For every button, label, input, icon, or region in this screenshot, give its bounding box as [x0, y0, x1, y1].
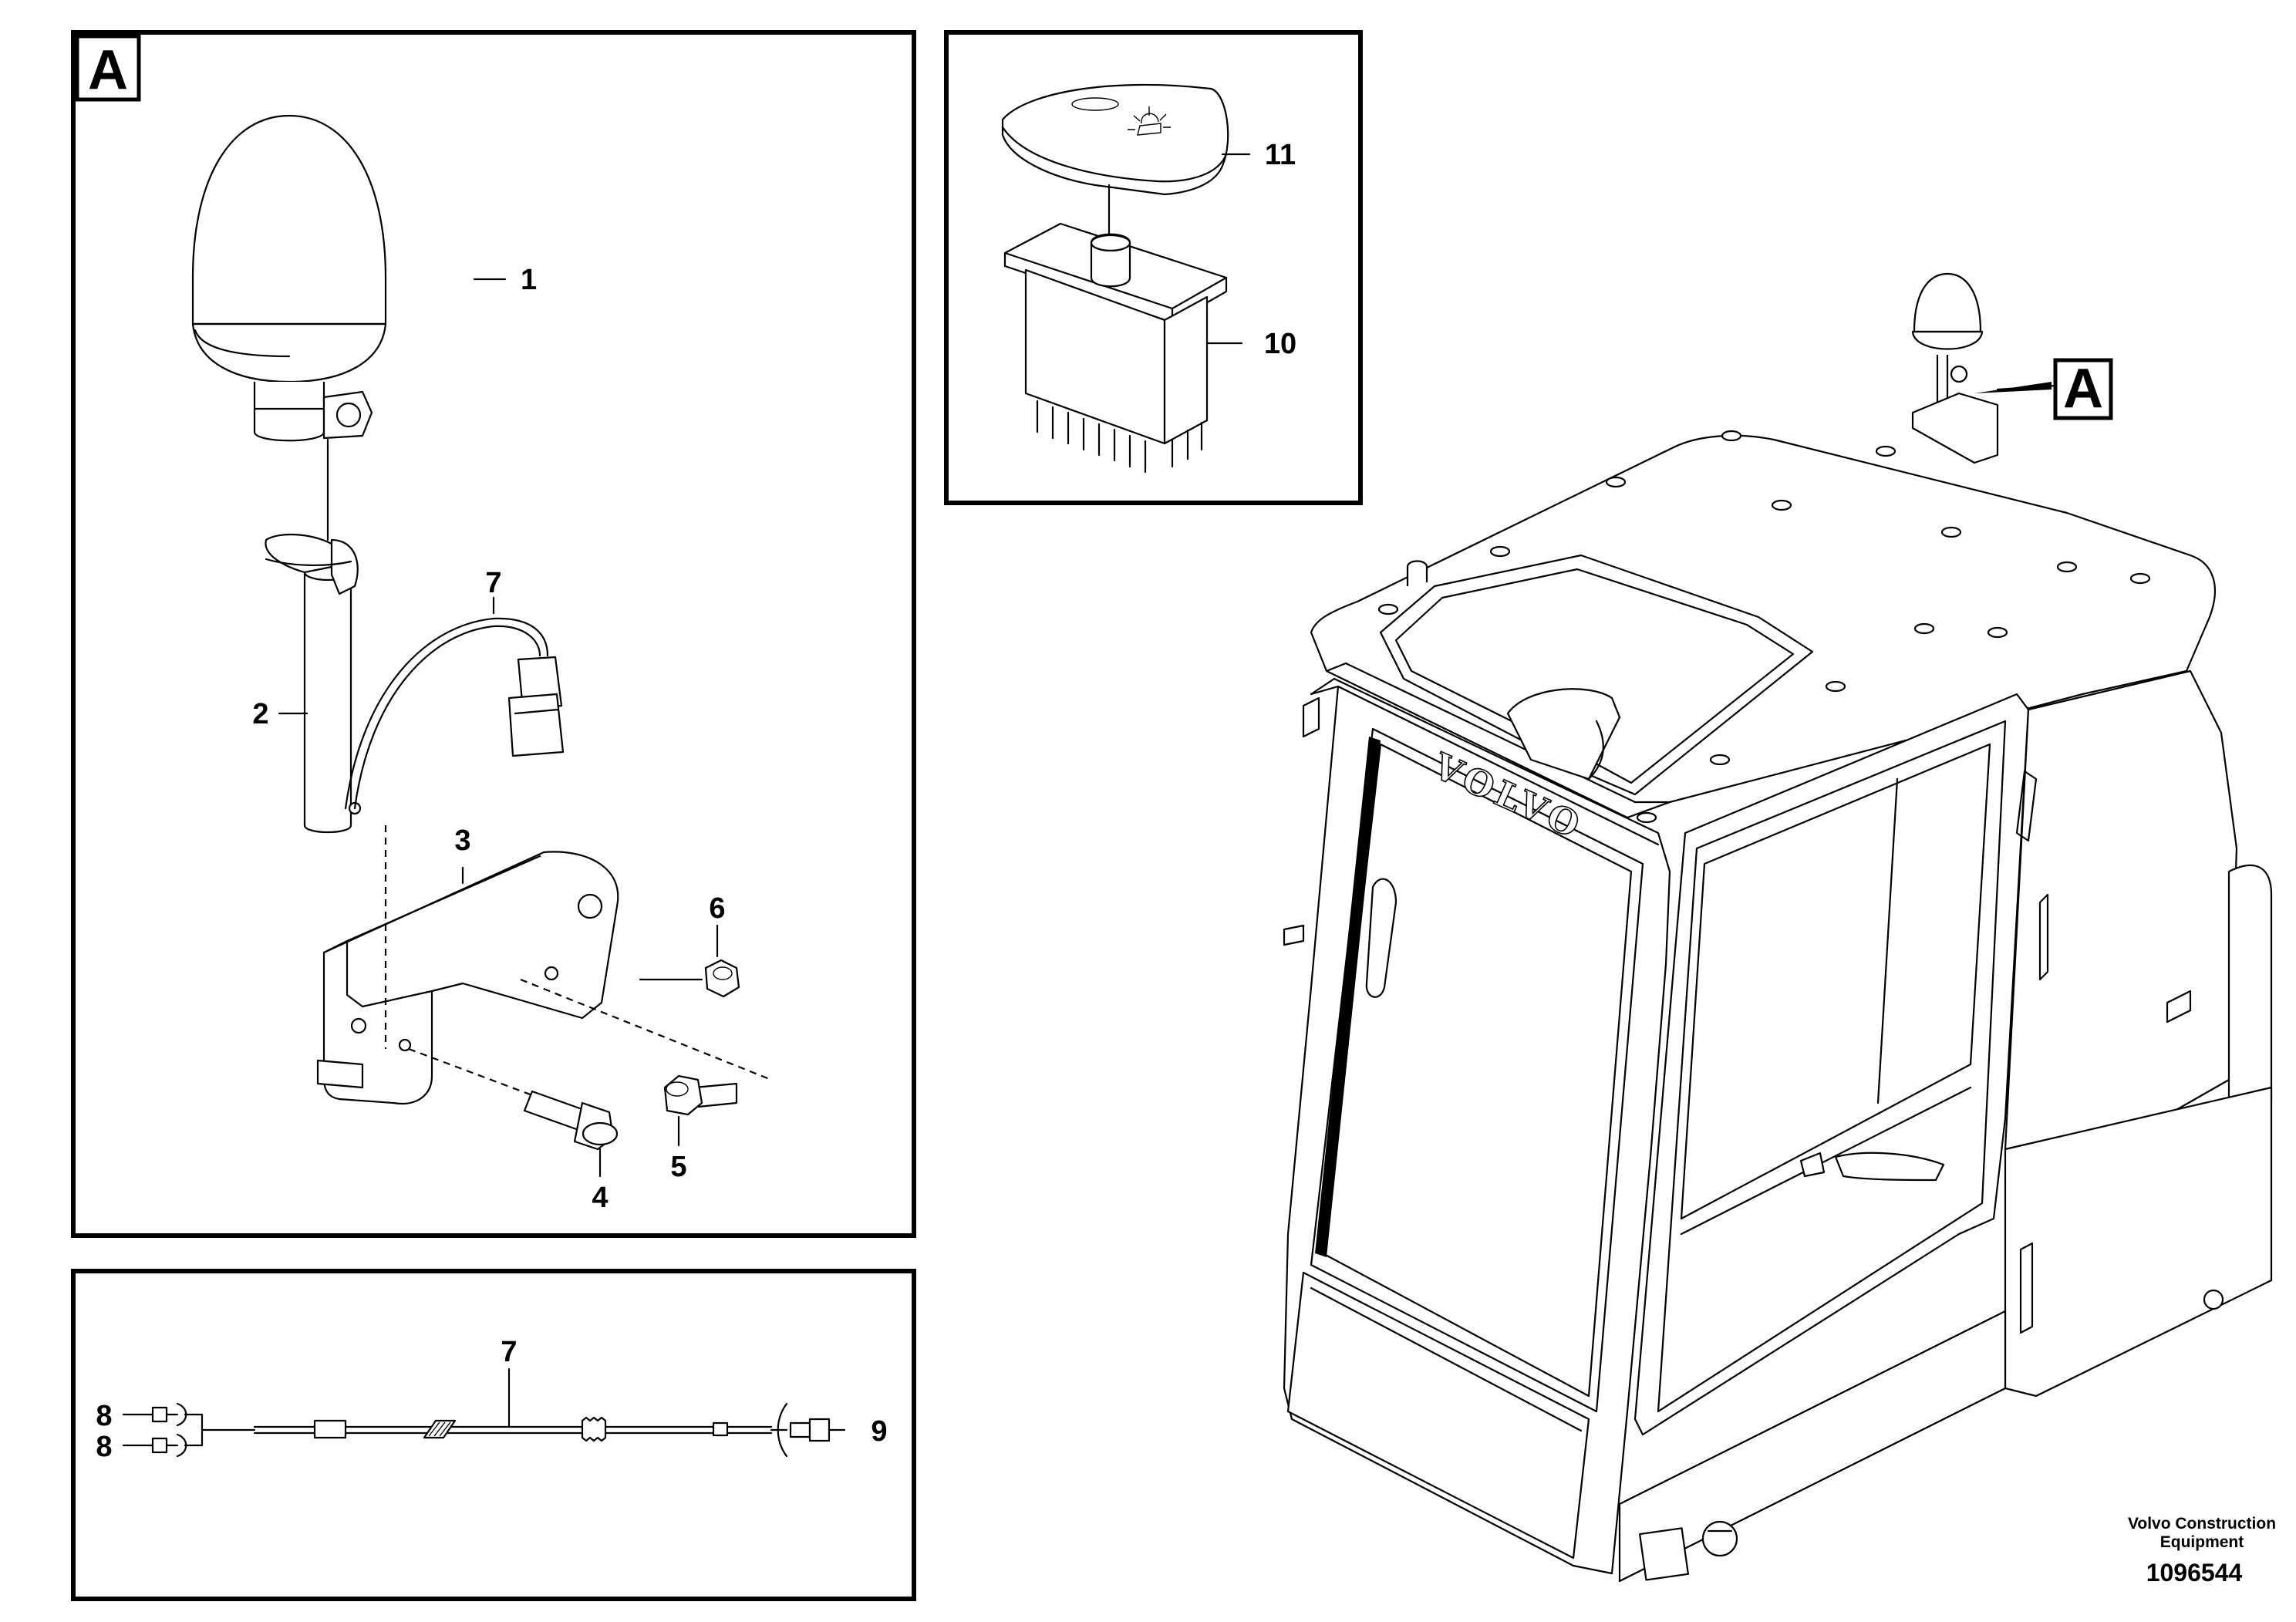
part-number-7-harness: 7 [501, 1336, 517, 1368]
callout-a-box [2053, 358, 2113, 420]
panel-harness-frame [71, 1269, 916, 1601]
harness-right-connector [770, 1402, 846, 1458]
part-number-7: 7 [485, 567, 501, 599]
alignment-line-bolt [520, 978, 772, 1081]
alignment-line-bolt-long [408, 1047, 533, 1097]
beacon-dome [191, 114, 387, 442]
drawing-number: 1096544 [2146, 1559, 2243, 1587]
harness-left-connectors [151, 1402, 256, 1458]
part-number-11: 11 [1265, 139, 1296, 171]
beacon-cable [344, 617, 565, 810]
part-number-4: 4 [592, 1182, 608, 1214]
panel-a-frame [71, 30, 916, 1238]
cab-beacon [1911, 272, 1999, 464]
mounting-bracket [316, 851, 619, 1105]
part-number-8b: 8 [96, 1431, 112, 1463]
short-bolt [663, 1074, 738, 1116]
callout-arrow [1974, 382, 2052, 393]
panel-wiring-harness: 8 8 7 9 [71, 1269, 916, 1601]
callout-a-label: A [2063, 358, 2103, 420]
part-number-9: 9 [871, 1415, 887, 1448]
cab-overview: A VOLVO [1283, 272, 2273, 1583]
panel-switch-frame [944, 30, 1363, 505]
beacon-symbol-icon [1128, 106, 1171, 136]
footer: Volvo Construction Equipment 1096544 [2128, 1515, 2276, 1587]
part-number-8a: 8 [96, 1400, 112, 1432]
panel-a-beacon-assembly: A [71, 30, 916, 1238]
part-number-5: 5 [670, 1151, 686, 1183]
part-number-3: 3 [454, 824, 470, 857]
flange-nut [704, 959, 740, 998]
switch-knob-cap [1001, 83, 1229, 237]
long-bolt [523, 1090, 619, 1151]
harness-cable [253, 1367, 773, 1442]
part-number-6: 6 [709, 892, 725, 925]
part-number-2: 2 [252, 698, 268, 730]
part-number-10: 10 [1264, 328, 1296, 360]
panel-switch: 11 10 [944, 30, 1363, 505]
switch-body [1003, 222, 1228, 474]
panel-a-label-box [75, 34, 141, 102]
footer-brand-line1: Volvo Construction [2128, 1515, 2276, 1533]
beacon-pole [265, 438, 362, 834]
panel-a-label: A [88, 39, 128, 101]
footer-brand-line2: Equipment [2160, 1533, 2244, 1551]
part-number-1: 1 [521, 264, 537, 296]
